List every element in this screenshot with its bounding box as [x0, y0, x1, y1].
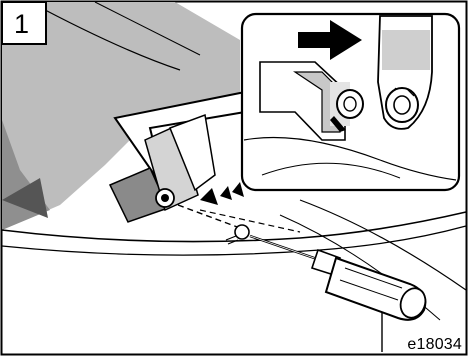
figure-code: e18034: [407, 336, 462, 354]
step-number: 1: [14, 11, 29, 38]
